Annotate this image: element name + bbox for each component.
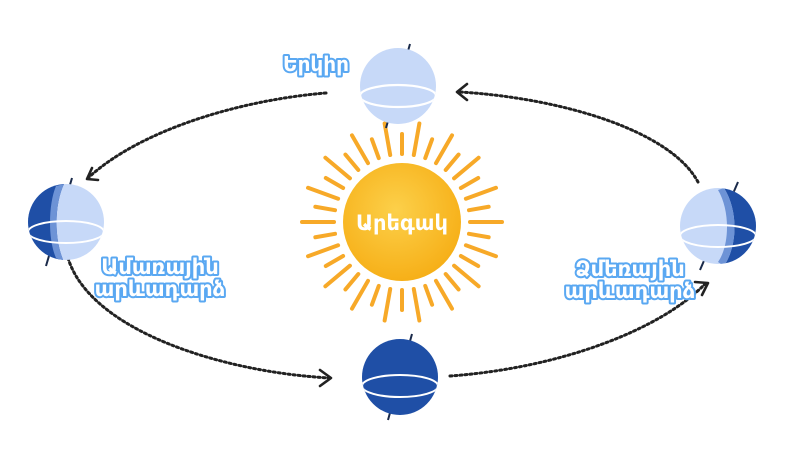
winter-solstice-line1: Ձմեռային [575, 257, 684, 281]
earth-bottom [362, 333, 438, 421]
sun-ray [323, 176, 346, 190]
sun-ray [423, 283, 435, 307]
winter-solstice-label: Ձմեռային արևադարձ [563, 255, 698, 305]
sun-ray [343, 152, 361, 172]
arrow-head-top-icon [455, 82, 469, 102]
sun-ray [306, 243, 341, 259]
sun-ray [306, 185, 341, 201]
sun-ray [411, 286, 422, 323]
arrow-head-left-icon [85, 166, 100, 182]
sun-ray [452, 263, 481, 289]
sun-ray [463, 185, 498, 201]
sun-ray [313, 231, 338, 240]
orbit-arc-top-left [86, 91, 328, 180]
summer-solstice-line2: արևադարձ [95, 277, 226, 301]
earth-top: Երկիր [281, 43, 436, 129]
sun-label: Արեգակ [356, 211, 448, 235]
winter-solstice-line2: արևադարձ [565, 279, 696, 303]
sun-ray [458, 176, 481, 190]
earth-right [680, 181, 756, 271]
earth-label: Երկիր [283, 52, 349, 76]
sun-ray [411, 121, 422, 158]
sun-ray [323, 263, 352, 289]
sun-ray [382, 286, 393, 323]
sun-ray [443, 272, 461, 292]
sun-ray [452, 155, 481, 181]
sun-ray [313, 204, 338, 213]
sun-ray [466, 204, 491, 213]
sun-ray [434, 133, 454, 166]
orbit-arrows [85, 82, 710, 388]
orbit-arc-top-right [458, 90, 700, 184]
sun-ray [350, 278, 370, 311]
sun-ray [443, 152, 461, 172]
sun-ray [466, 231, 491, 240]
sun-ray [369, 283, 381, 307]
sun-ray [382, 121, 393, 158]
orbit-arc-bottom-right [448, 282, 707, 378]
earth-left [28, 177, 104, 267]
orbit-path [66, 90, 707, 380]
arrow-head-bottom-icon [318, 368, 333, 388]
sun: Արեգակ [300, 121, 504, 323]
sun-ray [343, 272, 361, 292]
sun-core [343, 163, 461, 281]
orbit-arc-bottom-left [66, 256, 332, 380]
sun-ray [434, 278, 454, 311]
sun-ray [463, 243, 498, 259]
sun-ray [323, 254, 346, 268]
sun-rays [300, 121, 504, 323]
sun-ray [423, 137, 435, 161]
arrow-head-right-icon [693, 280, 710, 297]
sun-ray [350, 133, 370, 166]
summer-solstice-label: Ամառային արևադարձ [93, 253, 228, 303]
summer-solstice-line1: Ամառային [101, 255, 218, 279]
sun-ray [369, 137, 381, 161]
sun-ray [323, 155, 352, 181]
sun-ray [458, 254, 481, 268]
